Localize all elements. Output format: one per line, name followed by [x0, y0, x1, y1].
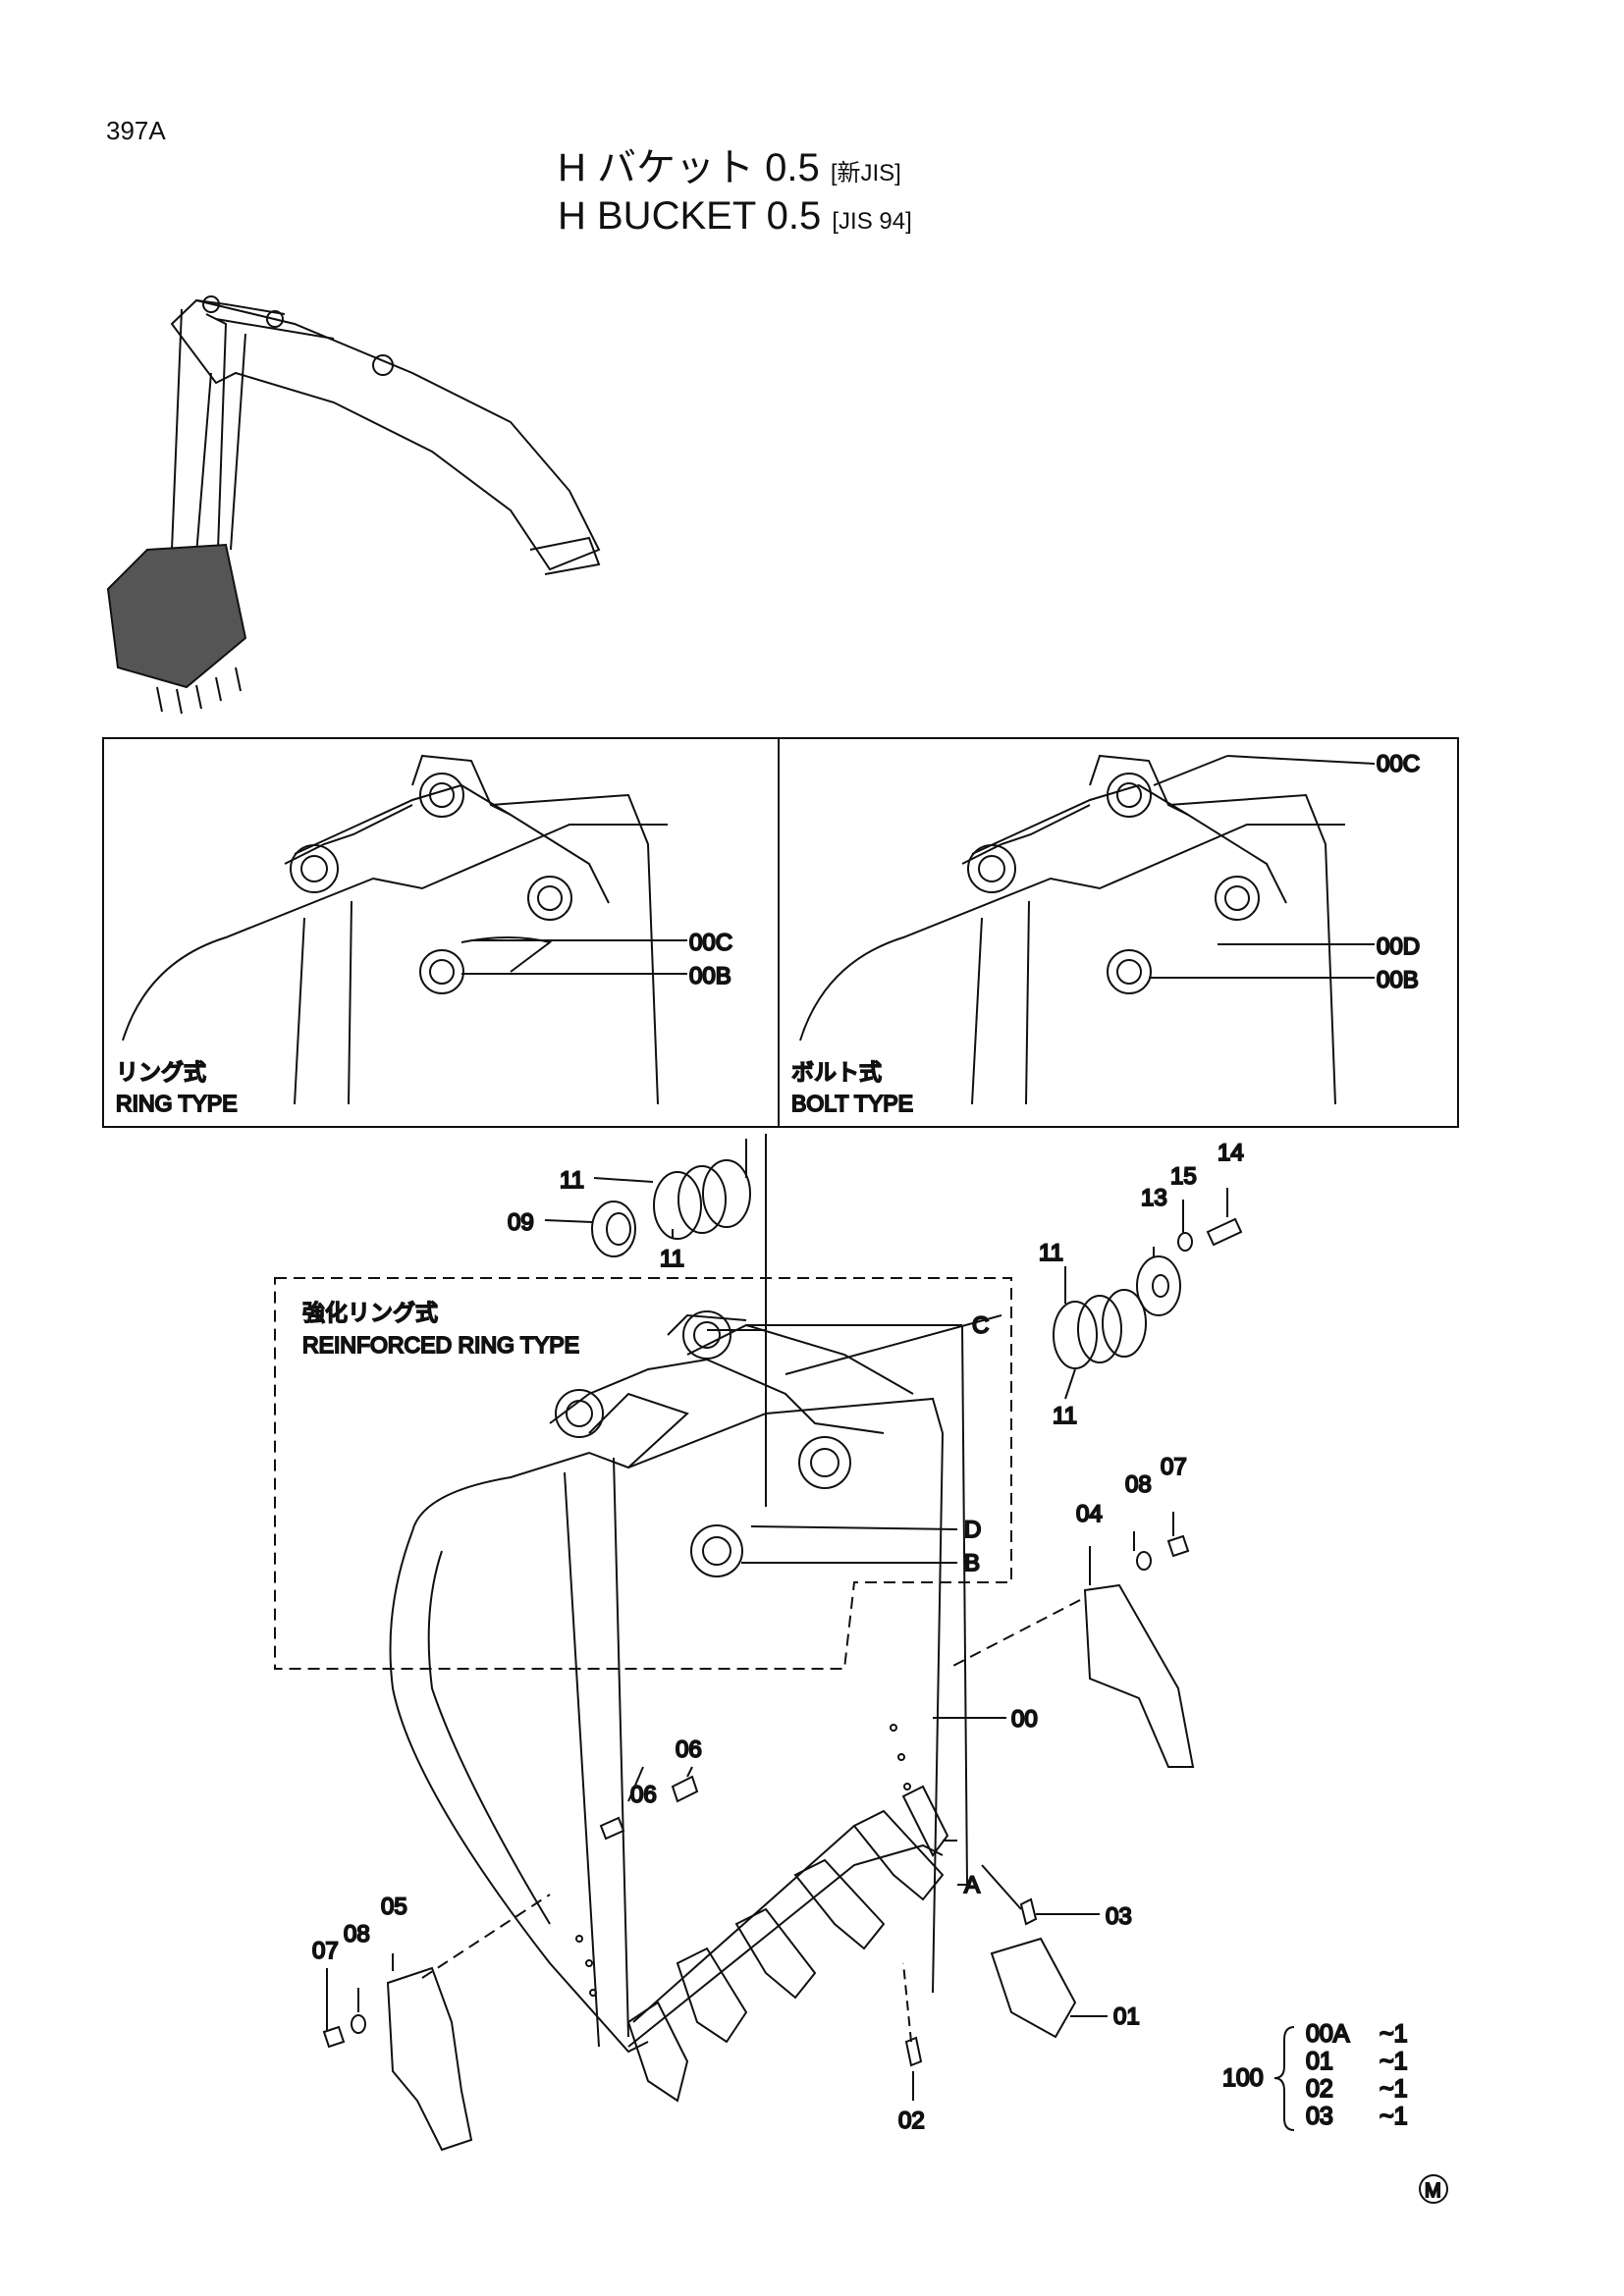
part-number-11-c: 11 [1039, 1240, 1063, 1266]
part-13 [1136, 1255, 1181, 1316]
kit-row-part: 01 [1306, 2048, 1333, 2075]
bolt-type-bucket [799, 754, 1345, 1105]
part-number-11-a: 11 [560, 1167, 584, 1194]
leader-bolt-00c-a [1153, 755, 1228, 786]
title-japanese: H バケット 0.5 [新JIS] [558, 135, 901, 192]
ring-type-bucket [122, 754, 668, 1105]
part-05 [386, 1966, 473, 2152]
leader-bolt-00c-b [1226, 755, 1376, 765]
label-bolt-00b: 00B [1377, 967, 1419, 993]
part-04 [1083, 1583, 1195, 1768]
part-11-right [1053, 1289, 1147, 1369]
label-bolt-00c: 00C [1377, 751, 1420, 777]
main-bucket [389, 1310, 945, 2054]
title-english: H BUCKET 0.5 [JIS 94] [558, 194, 912, 239]
part-number-07-right: 07 [1161, 1454, 1187, 1480]
part-06-upper [671, 1775, 699, 1803]
part-number-15: 15 [1170, 1163, 1197, 1190]
part-number-09: 09 [508, 1209, 534, 1236]
part-number-06-upper: 06 [676, 1736, 702, 1763]
kit-row-qty: ~1 [1380, 2103, 1408, 2130]
part-08-right [1136, 1551, 1152, 1571]
label-bolt-00d: 00D [1377, 934, 1420, 960]
ring-type-caption-en: RING TYPE [116, 1091, 238, 1116]
kit-brace [1273, 2026, 1295, 2131]
label-ring-00c: 00C [689, 930, 732, 956]
part-number-01: 01 [1113, 2003, 1140, 2030]
kit-row-part: 02 [1306, 2075, 1333, 2103]
reinforced-caption-jp: 強化リング式 [302, 1300, 438, 1325]
part-number-11-b: 11 [660, 1246, 684, 1272]
circled-m-letter: M [1425, 2180, 1441, 2202]
letter-c: C [972, 1312, 989, 1339]
part-02 [904, 2036, 923, 2067]
kit-number: 100 [1222, 2064, 1264, 2092]
label-ring-00b: 00B [689, 963, 731, 989]
bolt-type-caption-jp: ボルト式 [791, 1059, 882, 1085]
part-number-06-lower: 06 [630, 1782, 657, 1808]
kit-row-part: 00A [1306, 2020, 1350, 2048]
part-number-05: 05 [381, 1894, 407, 1920]
part-15 [1177, 1232, 1193, 1252]
part-11-top [653, 1159, 751, 1240]
kit-row-qty: ~1 [1380, 2075, 1408, 2103]
circled-m-mark [1419, 2174, 1448, 2204]
bucket-teeth [626, 1785, 949, 2103]
part-07-right [1166, 1534, 1190, 1558]
letter-b: B [964, 1550, 980, 1576]
part-07-left [322, 2025, 346, 2049]
part-06-lower [599, 1816, 625, 1841]
title-japanese-main: H バケット 0.5 [558, 146, 820, 189]
part-number-03: 03 [1106, 1903, 1132, 1930]
part-number-08-left: 08 [344, 1921, 370, 1948]
part-09 [591, 1201, 636, 1257]
part-08-left [351, 2014, 366, 2034]
kit-row-part: 03 [1306, 2103, 1333, 2130]
part-number-11-d: 11 [1053, 1403, 1077, 1429]
letter-a: A [964, 1872, 980, 1898]
kit-row-qty: ~1 [1380, 2048, 1408, 2075]
part-number-07-left: 07 [312, 1938, 339, 1964]
panels-frame [102, 737, 1459, 1128]
title-japanese-tag: [新JIS] [830, 160, 901, 187]
ring-type-caption-jp: リング式 [116, 1059, 206, 1085]
letter-d: D [964, 1517, 981, 1543]
bolt-type-caption-en: BOLT TYPE [791, 1091, 913, 1116]
title-english-tag: [JIS 94] [832, 208, 912, 235]
leader-lines [326, 1134, 1228, 2101]
part-number-13: 13 [1141, 1185, 1167, 1211]
part-03 [1019, 1897, 1038, 1926]
reinforced-caption-en: REINFORCED RING TYPE [302, 1332, 579, 1358]
part-01 [990, 1937, 1077, 2039]
excavator-overview [106, 295, 601, 715]
page-id: 397A [106, 116, 166, 145]
part-number-00: 00 [1011, 1706, 1038, 1733]
part-number-04: 04 [1076, 1501, 1103, 1527]
part-number-02: 02 [898, 2108, 925, 2134]
assembly-kit: 100 00A ~1 01 ~1 02 ~1 03 ~1 [1221, 2019, 1409, 2131]
part-number-08-right: 08 [1125, 1471, 1152, 1498]
part-14 [1206, 1217, 1243, 1247]
kit-row-qty: ~1 [1380, 2020, 1408, 2048]
part-number-14: 14 [1218, 1140, 1244, 1166]
title-english-main: H BUCKET 0.5 [558, 194, 822, 238]
reinforced-frame [274, 1277, 1012, 1670]
